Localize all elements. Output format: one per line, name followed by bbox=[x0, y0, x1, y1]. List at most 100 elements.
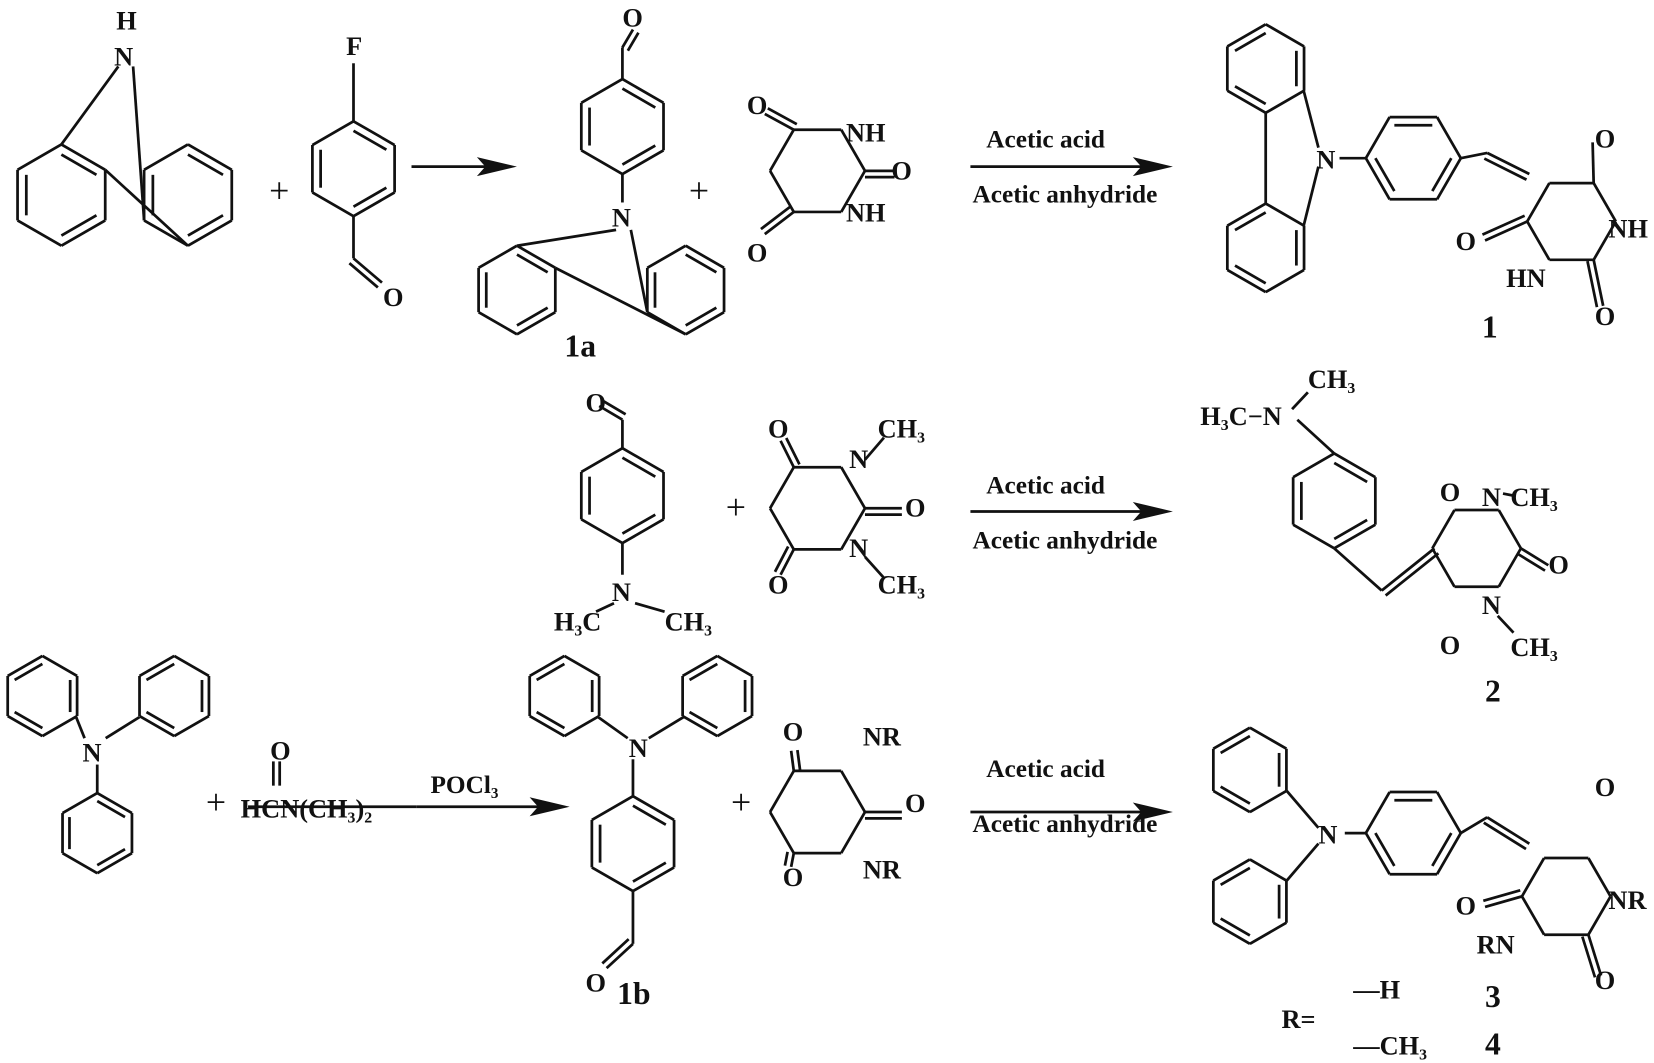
aromatic-bond bbox=[688, 710, 719, 730]
double-bond bbox=[1484, 220, 1528, 242]
nh-label: NH bbox=[1608, 214, 1648, 243]
ring-bond bbox=[1212, 789, 1251, 814]
aromatic-bond bbox=[1431, 832, 1453, 867]
double-bond bbox=[767, 107, 798, 126]
bond bbox=[1302, 90, 1320, 148]
ring-bond bbox=[41, 714, 78, 738]
aromatic-bond bbox=[60, 214, 98, 237]
carbonyl-o-label: O bbox=[1456, 227, 1477, 256]
aromatic-bond bbox=[96, 799, 126, 819]
ring-bond bbox=[311, 120, 355, 147]
condition-acetic-acid: Acetic acid bbox=[986, 755, 1105, 783]
ring-bond bbox=[516, 244, 557, 270]
nr-label: NR bbox=[863, 723, 902, 752]
bond bbox=[629, 229, 649, 313]
double-bond bbox=[785, 437, 801, 465]
aromatic-bond bbox=[1219, 785, 1251, 805]
n-label: N bbox=[1482, 591, 1501, 620]
double-bond bbox=[352, 257, 383, 284]
ring-bond bbox=[768, 507, 795, 551]
ring-bond bbox=[1520, 895, 1546, 936]
condition-acetic-acid: Acetic acid bbox=[986, 126, 1105, 154]
ring-bond bbox=[1292, 452, 1335, 479]
ring-bond bbox=[1292, 523, 1335, 550]
methyl-label: CH₃ bbox=[878, 415, 926, 444]
ring-bond bbox=[580, 447, 624, 474]
arrow-head-icon bbox=[1132, 802, 1173, 822]
double-bond bbox=[1581, 936, 1597, 978]
ring-bond bbox=[1265, 202, 1305, 227]
double-bond bbox=[626, 32, 640, 52]
ring-bond bbox=[352, 120, 396, 147]
ring-bond bbox=[580, 77, 624, 105]
bond bbox=[554, 266, 687, 336]
ring-bond bbox=[563, 654, 600, 678]
ring-bond bbox=[1226, 89, 1267, 115]
double-bond bbox=[1481, 214, 1526, 236]
aldehyde-o-label: O bbox=[586, 968, 607, 997]
condition-acetic-acid: Acetic acid bbox=[986, 472, 1105, 500]
ring-bond bbox=[60, 219, 106, 247]
nr-label: NR bbox=[863, 855, 902, 884]
bond-layer bbox=[6, 23, 1618, 978]
methyl-label: CH₃ bbox=[1308, 365, 1356, 394]
ring-bond bbox=[1226, 23, 1267, 48]
ring-bond bbox=[1265, 23, 1305, 48]
ring-bond bbox=[681, 654, 719, 678]
nh-label: NH bbox=[846, 118, 886, 147]
double-bond bbox=[779, 440, 796, 468]
double-bond bbox=[598, 404, 624, 421]
arrow-head-icon bbox=[476, 157, 517, 177]
ring-bond bbox=[529, 714, 566, 738]
aromatic-bond bbox=[1431, 157, 1453, 192]
ring-bond bbox=[1249, 726, 1288, 750]
ring-bond bbox=[1526, 182, 1551, 223]
ring-bond bbox=[138, 714, 175, 738]
carbonyl-o-label: O bbox=[1595, 125, 1616, 154]
nh-label: NH bbox=[846, 198, 886, 227]
ring-bond bbox=[1249, 921, 1288, 946]
bond bbox=[1591, 142, 1596, 184]
bond bbox=[516, 228, 617, 248]
aromatic-bond bbox=[621, 144, 656, 166]
bond bbox=[597, 715, 629, 740]
bond bbox=[1496, 614, 1515, 634]
carbazole-n-label: N bbox=[1316, 146, 1335, 175]
ring-bond bbox=[1333, 452, 1377, 479]
ring-bond bbox=[1212, 858, 1251, 882]
arrow-head-icon bbox=[1132, 157, 1173, 177]
double-bond bbox=[601, 399, 627, 416]
aromatic-bond bbox=[632, 804, 667, 826]
bond bbox=[1296, 418, 1336, 455]
double-bond bbox=[1483, 157, 1528, 181]
aromatic-bond bbox=[1219, 734, 1251, 755]
aromatic-bond bbox=[1219, 866, 1251, 886]
arrow-head-icon bbox=[1132, 501, 1173, 521]
aromatic-bond bbox=[1374, 157, 1396, 192]
carbonyl-o-label: O bbox=[747, 91, 768, 120]
ring-bond bbox=[1592, 220, 1618, 261]
ring-bond bbox=[646, 244, 687, 270]
bond bbox=[648, 715, 685, 740]
ring-bond bbox=[1520, 857, 1546, 898]
compound-label-3: 3 bbox=[1485, 979, 1501, 1014]
aromatic-bond bbox=[145, 710, 175, 730]
methyl-label: H₃C bbox=[554, 608, 601, 637]
ring-bond bbox=[61, 851, 98, 875]
ring-bond bbox=[621, 77, 665, 105]
condition-acetic-anhydride: Acetic anhydride bbox=[973, 526, 1158, 554]
compound-label-4: 4 bbox=[1485, 1027, 1501, 1062]
double-bond bbox=[1380, 547, 1436, 592]
bond bbox=[595, 601, 615, 613]
bond bbox=[863, 436, 885, 461]
ring-bond bbox=[7, 654, 44, 678]
ring-bond bbox=[1226, 202, 1267, 227]
compound-label-1: 1 bbox=[1482, 309, 1498, 344]
aromatic-bond bbox=[352, 186, 388, 208]
double-bond bbox=[605, 942, 634, 970]
ring-bond bbox=[1526, 220, 1551, 261]
ring-bond bbox=[352, 191, 396, 218]
ring-bond bbox=[1435, 157, 1462, 200]
plus-sign: + bbox=[269, 170, 289, 210]
aromatic-bond bbox=[13, 662, 44, 682]
